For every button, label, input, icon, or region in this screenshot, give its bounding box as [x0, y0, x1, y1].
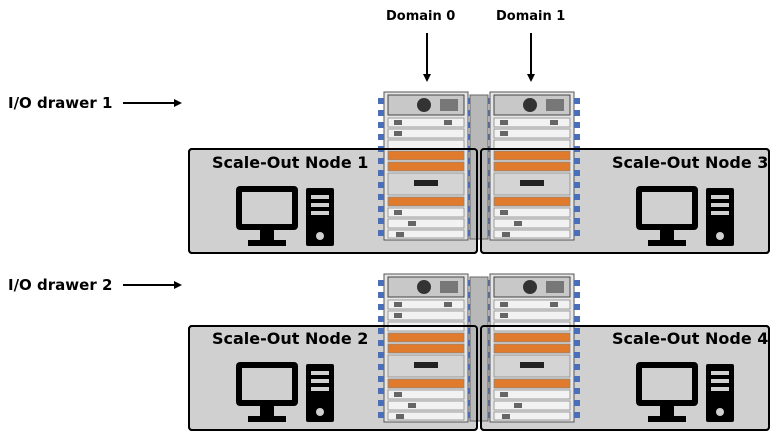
io-drawer-2-label: I/O drawer 2	[8, 276, 113, 294]
io-drawer-1-label: I/O drawer 1	[8, 94, 113, 112]
io-drawer-2-domain-1-hardware-icon	[483, 273, 581, 423]
io-drawer-1-domain-1-hardware-icon	[483, 91, 581, 241]
scale-out-node-2-title: Scale-Out Node 2	[212, 329, 369, 348]
io-drawer-2-midplane	[469, 276, 489, 422]
scale-out-node-4-title: Scale-Out Node 4	[612, 329, 769, 348]
io-drawer-2-domain-0-hardware-icon	[377, 273, 475, 423]
domain-0-label: Domain 0	[386, 9, 456, 24]
scale-out-node-1-outline	[188, 148, 478, 254]
io-drawer-1-midplane	[469, 94, 489, 240]
scale-out-node-3-desktop-computer-icon	[636, 186, 734, 246]
io-drawer-1-domain-0-hardware-icon	[377, 91, 475, 241]
scale-out-node-4-outline	[480, 325, 770, 431]
scale-out-node-1-desktop-computer-icon	[236, 186, 334, 246]
scale-out-node-2-desktop-computer-icon	[236, 362, 334, 422]
scale-out-node-3-title: Scale-Out Node 3	[612, 153, 769, 172]
scale-out-node-1-title: Scale-Out Node 1	[212, 153, 369, 172]
scale-out-node-3-outline	[480, 148, 770, 254]
scale-out-node-4-desktop-computer-icon	[636, 362, 734, 422]
scale-out-node-2-outline	[188, 325, 478, 431]
domain-1-label: Domain 1	[496, 9, 566, 24]
